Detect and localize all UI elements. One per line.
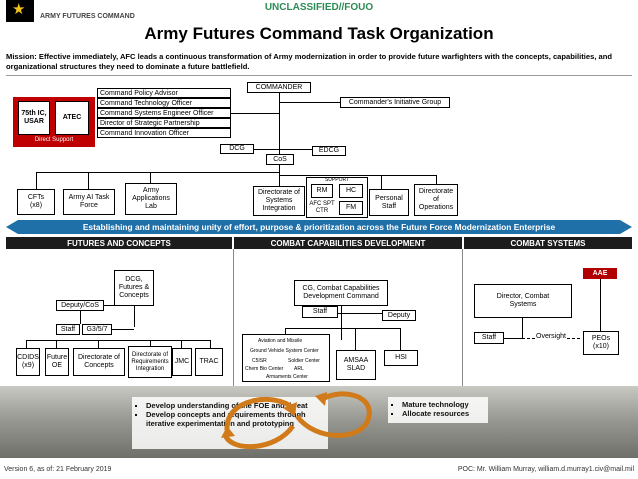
page-title: Army Futures Command Task Organization: [0, 24, 638, 44]
aae-box: AAE: [583, 268, 617, 279]
personal-staff-box: Personal Staff: [369, 189, 409, 216]
classification-label: UNCLASSIFIED//FOUO: [0, 2, 638, 13]
cycle-arrows-icon: [197, 386, 397, 460]
bullets-right: Mature technology Allocate resources: [392, 400, 498, 418]
edcg-box: EDCG: [312, 146, 346, 156]
jmc-box: JMC: [172, 348, 192, 376]
directorate-requirements-box: Directorate of Requirements Integration: [128, 346, 172, 378]
banner-text: Establishing and maintaining unity of ef…: [18, 221, 620, 233]
cdids-box: CDIDS (x9): [16, 348, 40, 376]
operations-box: Directorate of Operations: [414, 184, 458, 216]
combat-systems-staff-box: Staff: [474, 332, 504, 344]
dcg-futures-concepts-box: DCG, Futures & Concepts: [114, 270, 154, 306]
ccdc-head-box: CG, Combat Capabilities Development Comm…: [294, 280, 388, 306]
g3-box: G3/5/7: [82, 324, 112, 335]
systems-integration-box: Directorate of Systems Integration: [253, 186, 305, 216]
bullet-allocate-resources: Allocate resources: [402, 409, 498, 418]
banner-arrow-left: [6, 220, 18, 234]
fm-box: FM: [339, 201, 363, 215]
cfts-box: CFTs (x8): [17, 189, 55, 215]
rm-box: RM: [311, 184, 333, 198]
hc-box: HC: [339, 184, 363, 198]
cos-box: CoS: [266, 154, 294, 165]
poc-label: POC: Mr. William Murray, william.d.murra…: [458, 466, 634, 473]
support-label: SUPPORT: [306, 177, 368, 183]
unit-75th-ic: 75th IC, USAR: [18, 101, 50, 135]
staff-technology-officer: Command Technology Officer: [97, 98, 231, 108]
director-combat-systems-box: Director, Combat Systems: [474, 284, 572, 318]
army-ai-task-force-box: Army AI Task Force: [63, 189, 115, 215]
staff-innovation-officer: Command Innovation Officer: [97, 128, 231, 138]
center-armaments: Armaments Center: [266, 374, 308, 380]
staff-systems-engineer: Command Systems Engineer Officer: [97, 108, 231, 118]
peos-box: PEOs (x10): [583, 331, 619, 355]
future-oe-box: Future OE: [45, 348, 69, 376]
center-c5isr: C5ISR: [252, 358, 267, 364]
afc-spt-ctr: AFC SPT CTR: [307, 201, 337, 215]
command-label: ARMY FUTURES COMMAND: [40, 13, 135, 20]
center-aviation-missile: Aviation and Missile: [258, 338, 302, 344]
mission-statement: Mission: Effective immediately, AFC lead…: [6, 52, 632, 74]
ccdc-staff-box: Staff: [302, 306, 338, 318]
section-combat-capabilities: COMBAT CAPABILITIES DEVELOPMENT: [234, 237, 462, 249]
staff-policy-advisor: Command Policy Advisor: [97, 88, 231, 98]
amsaa-slad-box: AMSAA SLAD: [336, 350, 376, 380]
section-futures-concepts: FUTURES AND CONCEPTS: [6, 237, 232, 249]
applications-lab-box: Army Applications Lab: [125, 183, 177, 215]
staff-strategic-partnership: Director of Strategic Partnership: [97, 118, 231, 128]
unit-atec: ATEC: [55, 101, 89, 135]
center-chem-bio: Chem Bio Center: [245, 366, 283, 372]
banner-arrow-right: [620, 220, 632, 234]
oversight-label: Oversight: [536, 333, 566, 341]
trac-box: TRAC: [195, 348, 223, 376]
version-label: Version 6, as of: 21 February 2019: [4, 466, 111, 473]
center-soldier: Soldier Center: [288, 358, 320, 364]
commander-box: COMMANDER: [247, 82, 311, 93]
section-combat-systems: COMBAT SYSTEMS: [464, 237, 632, 249]
dcg-box: DCG: [220, 144, 254, 154]
center-arl: ARL: [294, 366, 304, 372]
ccdc-deputy-box: Deputy: [382, 310, 416, 321]
deputy-cos-box: Deputy/CoS: [56, 300, 104, 311]
center-ground-vehicle: Ground Vehicle System Center: [250, 348, 319, 354]
direct-support-label: Direct Support: [13, 137, 95, 143]
initiative-group-box: Commander's Initiative Group: [340, 97, 450, 108]
hsi-box: HSI: [384, 350, 418, 366]
futures-staff-box: Staff: [56, 324, 80, 335]
directorate-concepts-box: Directorate of Concepts: [73, 348, 125, 376]
bullet-mature-technology: Mature technology: [402, 400, 498, 409]
